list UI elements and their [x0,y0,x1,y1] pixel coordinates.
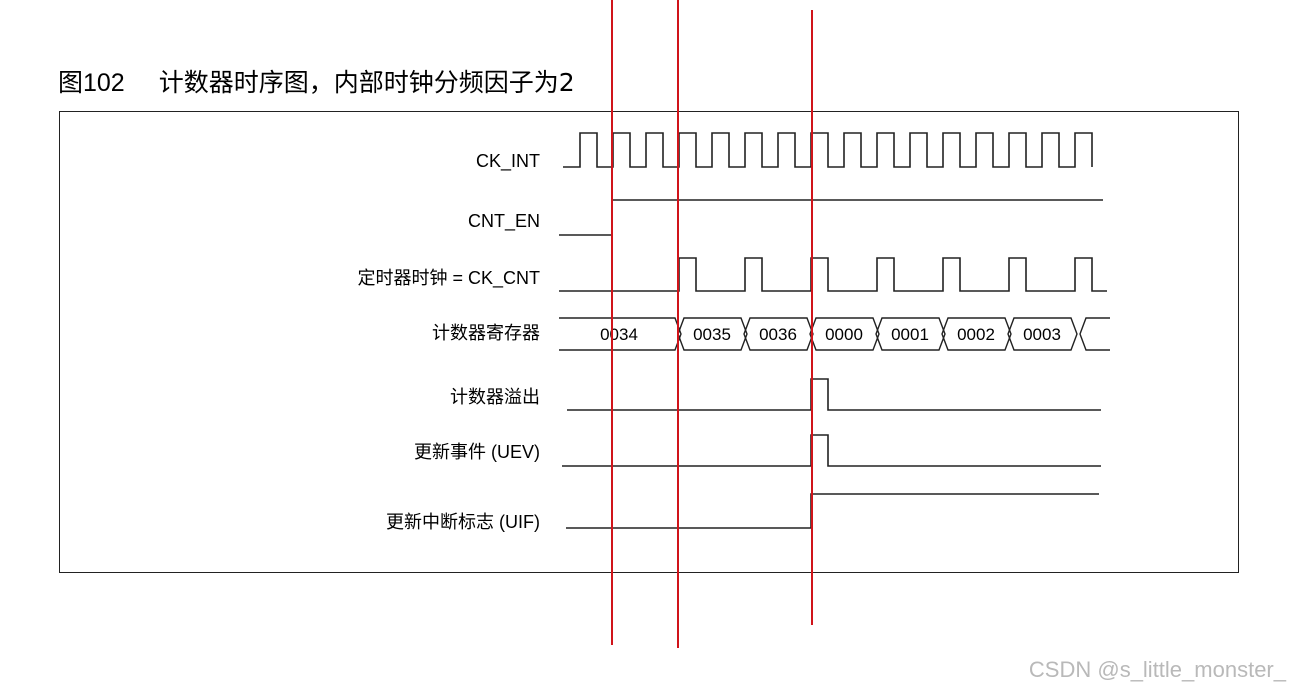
label-counter-register: 计数器寄存器 [432,323,540,343]
red-marker-lines [611,0,813,648]
diagram-frame [59,111,1239,573]
label-update-event: 更新事件 (UEV) [414,442,540,462]
counter-value: 0003 [1023,325,1061,344]
figure-number: 图102 [58,69,125,97]
counter-value: 0036 [759,325,797,344]
label-counter-overflow: 计数器溢出 [450,387,540,407]
counter-value: 0002 [957,325,995,344]
counter-value: 0001 [891,325,929,344]
figure-title: 图102 计数器时序图，内部时钟分频因子为2 [58,68,575,98]
counter-value: 0000 [825,325,863,344]
label-ck-cnt: 定时器时钟 = CK_CNT [357,268,540,288]
cnt-en-waveform [559,199,1103,236]
ck-int-waveform [563,132,1093,168]
counter-register-waveform [559,317,1110,351]
update-interrupt-flag-waveform [566,493,1099,529]
label-update-interrupt-flag: 更新中断标志 (UIF) [386,512,540,532]
update-event-waveform [562,434,1101,467]
counter-value: 0034 [600,325,638,344]
counter-overflow-waveform [567,378,1101,411]
label-ck-int: CK_INT [475,151,540,171]
label-cnt-en: CNT_EN [467,211,540,231]
figure-caption: 计数器时序图，内部时钟分频因子为2 [158,68,575,97]
ck-cnt-waveform [559,257,1107,292]
watermark-text: CSDN @s_little_monster_ [1028,657,1286,682]
counter-value: 0035 [693,325,731,344]
